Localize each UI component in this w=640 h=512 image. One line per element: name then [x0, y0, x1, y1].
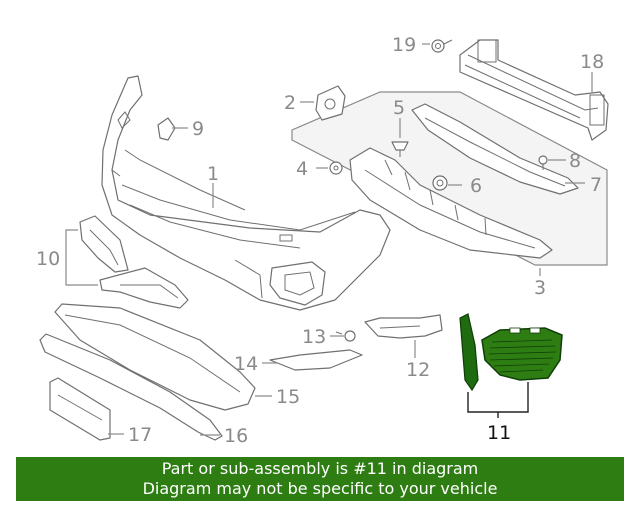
callout-1: 1 — [207, 163, 219, 185]
callout-5: 5 — [393, 97, 405, 119]
clip-part-4 — [329, 161, 343, 175]
absorber-part-3 — [349, 147, 553, 259]
callout-19: 19 — [392, 34, 416, 56]
banner-line-2: Diagram may not be specific to your vehi… — [142, 479, 498, 498]
push-pin-part-5 — [391, 141, 409, 157]
leader-lines — [65, 43, 593, 436]
nut-part-6 — [432, 175, 448, 191]
callout-8: 8 — [569, 150, 581, 172]
clip-part-8 — [538, 155, 548, 170]
callout-9: 9 — [192, 118, 204, 140]
lower-strip-part-16 — [39, 333, 223, 441]
reinforcement-beam-part-18 — [459, 39, 609, 141]
notice-banner: Part or sub-assembly is #11 in diagram D… — [16, 457, 624, 501]
undertray-part-15 — [54, 303, 256, 411]
callout-13: 13 — [302, 326, 326, 348]
upper-absorber-part-7 — [411, 103, 579, 195]
callout-16: 16 — [224, 425, 248, 447]
bracket-part-12 — [364, 314, 443, 339]
license-plate-bracket-part-17 — [49, 377, 111, 441]
bumper-cover-part-1 — [101, 75, 391, 311]
callout-7: 7 — [590, 174, 602, 196]
assembly-3-box — [291, 91, 608, 266]
callout-18: 18 — [580, 51, 604, 73]
parts-diagram: 1 2 3 4 5 6 7 8 9 10 11 12 13 14 15 16 1… — [36, 34, 609, 447]
callout-6: 6 — [470, 175, 482, 197]
bracket-part-9 — [157, 117, 176, 141]
cover-part-2 — [315, 85, 346, 121]
bolt-part-19 — [431, 39, 453, 53]
callout-11: 11 — [487, 422, 511, 444]
bracket-part-10 — [79, 215, 189, 309]
screw-part-13 — [335, 330, 356, 342]
banner-line-1: Part or sub-assembly is #11 in diagram — [161, 459, 479, 478]
grille-part-11 — [459, 313, 563, 392]
callout-15: 15 — [276, 386, 300, 408]
callout-3: 3 — [534, 277, 546, 299]
callout-2: 2 — [284, 92, 296, 114]
callout-14: 14 — [234, 353, 258, 375]
trim-strip-part-14 — [269, 349, 363, 371]
callout-12: 12 — [406, 359, 430, 381]
callout-10: 10 — [36, 248, 60, 270]
callout-4: 4 — [296, 158, 308, 180]
callout-17: 17 — [128, 424, 152, 446]
